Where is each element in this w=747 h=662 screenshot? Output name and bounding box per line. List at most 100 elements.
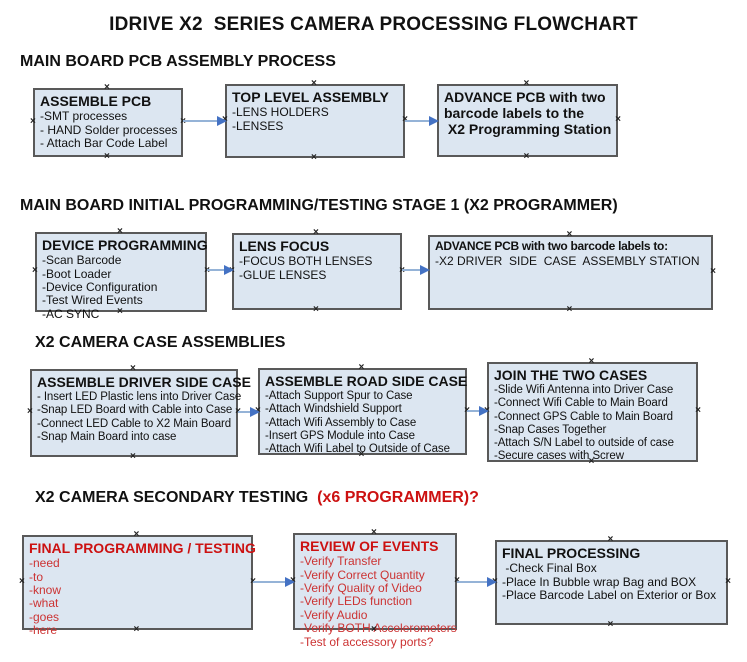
flow-box-advance-pcb-driver-side[interactable]: × × × ADVANCE PCB with two barcode label… xyxy=(428,230,716,315)
anchor-x-mark: × xyxy=(204,266,210,276)
box-lines: -FOCUS BOTH LENSES-GLUE LENSES xyxy=(239,254,395,282)
connector-arrow xyxy=(467,406,489,416)
anchor-x-mark: × xyxy=(371,527,377,538)
box-line: -X2 DRIVER SIDE CASE ASSEMBLY STATION xyxy=(435,253,700,268)
connector-arrow xyxy=(207,265,234,275)
box-line: -Snap Cases Together xyxy=(494,423,607,436)
box-line: -Verify Quality of Video xyxy=(300,580,422,595)
box-line: -Verify Audio xyxy=(300,607,368,622)
anchor-x-mark: × xyxy=(32,265,38,276)
section-heading-case-assemblies: X2 CAMERA CASE ASSEMBLIES xyxy=(35,334,286,351)
box-line: -Snap LED Board with Cable into Case xyxy=(37,404,233,417)
anchor-x-mark: × xyxy=(313,227,319,238)
anchor-x-mark: × xyxy=(607,534,614,545)
connector-arrow xyxy=(457,577,497,587)
box-line: -Device Configuration xyxy=(42,279,158,294)
anchor-x-mark: × xyxy=(523,151,530,162)
flow-box-assemble-road-side-case[interactable]: × × × × ASSEMBLE ROAD SIDE CASE -Attach … xyxy=(255,363,470,460)
anchor-x-mark: × xyxy=(615,113,621,125)
box-line: -Place In Bubble wrap Bag and BOX xyxy=(502,574,697,589)
anchor-x-mark: × xyxy=(313,304,319,315)
box-line: -Boot Loader xyxy=(42,266,112,281)
box-line: -Connect GPS Cable to Main Board xyxy=(494,410,673,423)
box-title: FINAL PROGRAMMING / TESTING xyxy=(29,540,256,556)
connector-arrow xyxy=(238,407,260,417)
box-lines: -LENS HOLDERS-LENSES xyxy=(232,105,398,133)
box-line: -LENS HOLDERS xyxy=(232,105,329,120)
box-title: ADVANCE PCB with two barcode labels to t… xyxy=(444,89,612,138)
box-lines: - Insert LED Plastic lens into Driver Ca… xyxy=(37,391,242,444)
page-title: IDRIVE X2 SERIES CAMERA PROCESSING FLOWC… xyxy=(109,14,638,35)
anchor-x-mark: × xyxy=(30,115,36,127)
box-line: -goes xyxy=(29,609,60,624)
box-title: TOP LEVEL ASSEMBLY xyxy=(232,89,389,105)
box-line: - HAND Solder processes xyxy=(40,122,178,137)
anchor-x-mark: × xyxy=(523,78,530,89)
box-title: DEVICE PROGRAMMING xyxy=(42,237,208,253)
flow-box-advance-pcb-programming-station[interactable]: × × × ADVANCE PCB with two barcode label… xyxy=(437,79,621,162)
box-line: -here xyxy=(29,623,58,638)
box-lines: -Slide Wifi Antenna into Driver Case -Con… xyxy=(494,384,691,463)
section-heading-initial-programming: MAIN BOARD INITIAL PROGRAMMING/TESTING S… xyxy=(20,197,618,214)
section-heading-secondary-testing: X2 CAMERA SECONDARY TESTING (x6 PROGRAMM… xyxy=(35,489,479,507)
box-line: -Test of accessory ports? xyxy=(300,634,434,649)
box-line: -Attach Wifi Label to Outside of Case xyxy=(265,442,450,455)
box-title: ASSEMBLE DRIVER SIDE CASE xyxy=(37,374,251,390)
flow-box-assemble-driver-side-case[interactable]: × × × × ASSEMBLE DRIVER SIDE CASE - Inse… xyxy=(27,364,251,462)
box-line: -Secure cases with Screw xyxy=(494,450,624,463)
box-line: -Attach Support Spur to Case xyxy=(265,390,413,403)
flow-box-final-processing[interactable]: × × × × FINAL PROCESSING -Check Final Bo… xyxy=(492,535,731,630)
box-line: -Verify Correct Quantity xyxy=(300,567,425,582)
box-line: -Test Wired Events xyxy=(42,293,143,308)
anchor-x-mark: × xyxy=(710,265,716,277)
section-heading-black-part: X2 CAMERA SECONDARY TESTING xyxy=(35,489,313,506)
section-heading-red-part: (x6 PROGRAMMER)? xyxy=(312,489,479,506)
box-line: -FOCUS BOTH LENSES xyxy=(239,254,373,269)
box-line: -GLUE LENSES xyxy=(239,267,327,282)
box-line: -Attach S/N Label to outside of case xyxy=(494,436,674,449)
flow-box-assemble-pcb[interactable]: × × × × ASSEMBLE PCB -SMT processes- HAN… xyxy=(30,83,186,162)
box-line: -Verify LEDs function xyxy=(300,594,413,609)
box-line: -Place Barcode Label on Exterior or Box xyxy=(502,587,717,602)
anchor-x-mark: × xyxy=(117,226,123,237)
anchor-x-mark: × xyxy=(27,406,33,417)
box-title: ADVANCE PCB with two barcode labels to: xyxy=(435,239,668,253)
anchor-x-mark: × xyxy=(588,356,595,367)
box-line: -Insert GPS Module into Case xyxy=(265,429,415,442)
box-title: ASSEMBLE ROAD SIDE CASE xyxy=(265,373,468,389)
box-lines: -Verify Transfer-Verify Correct Quantity… xyxy=(300,554,457,649)
box-lines: -SMT processes- HAND Solder processes- A… xyxy=(40,109,178,150)
anchor-x-mark: × xyxy=(695,405,701,416)
box-line: - Insert LED Plastic lens into Driver Ca… xyxy=(37,391,242,404)
box-title: REVIEW OF EVENTS xyxy=(300,538,439,554)
anchor-x-mark: × xyxy=(607,619,614,630)
box-line: -to xyxy=(29,569,44,584)
anchor-x-mark: × xyxy=(104,151,110,162)
box-line: -Attach Windshield Support xyxy=(265,403,402,416)
box-line: -know xyxy=(29,582,62,597)
box-title: JOIN THE TWO CASES xyxy=(494,367,648,383)
anchor-x-mark: × xyxy=(130,451,136,462)
box-lines: -need-to-know-what-goes-here xyxy=(29,556,246,638)
box-line: -Slide Wifi Antenna into Driver Case xyxy=(494,384,674,397)
anchor-x-mark: × xyxy=(725,575,731,587)
box-title: FINAL PROCESSING xyxy=(502,545,641,561)
flow-box-review-of-events[interactable]: × × × × REVIEW OF EVENTS -Verify Transfe… xyxy=(290,528,460,649)
box-lines: -Scan Barcode-Boot Loader-Device Configu… xyxy=(42,253,200,321)
flow-box-lens-focus[interactable]: × × × × LENS FOCUS -FOCUS BOTH LENSES-GL… xyxy=(229,228,405,315)
connector-arrow xyxy=(402,265,430,275)
flow-box-top-level-assembly[interactable]: × × × × TOP LEVEL ASSEMBLY -LENS HOLDERS… xyxy=(222,79,408,163)
anchor-x-mark: × xyxy=(311,152,317,163)
flow-box-join-the-two-cases[interactable]: × × × × JOIN THE TWO CASES -Slide Wifi A… xyxy=(484,357,701,467)
box-line: -Scan Barcode xyxy=(42,253,122,268)
anchor-x-mark: × xyxy=(130,363,136,374)
anchor-x-mark: × xyxy=(133,529,140,540)
flow-box-device-programming[interactable]: × × × × DEVICE PROGRAMMING -Scan Barcode… xyxy=(32,227,210,321)
anchor-x-mark: × xyxy=(104,82,110,93)
box-lines: -X2 DRIVER SIDE CASE ASSEMBLY STATION xyxy=(435,253,706,268)
flow-box-final-programming-testing[interactable]: × × × × FINAL PROGRAMMING / TESTING -nee… xyxy=(19,530,256,638)
box-line: -SMT processes xyxy=(40,109,128,124)
box-line: -LENSES xyxy=(232,118,284,133)
box-line: -AC SYNC xyxy=(42,306,100,321)
